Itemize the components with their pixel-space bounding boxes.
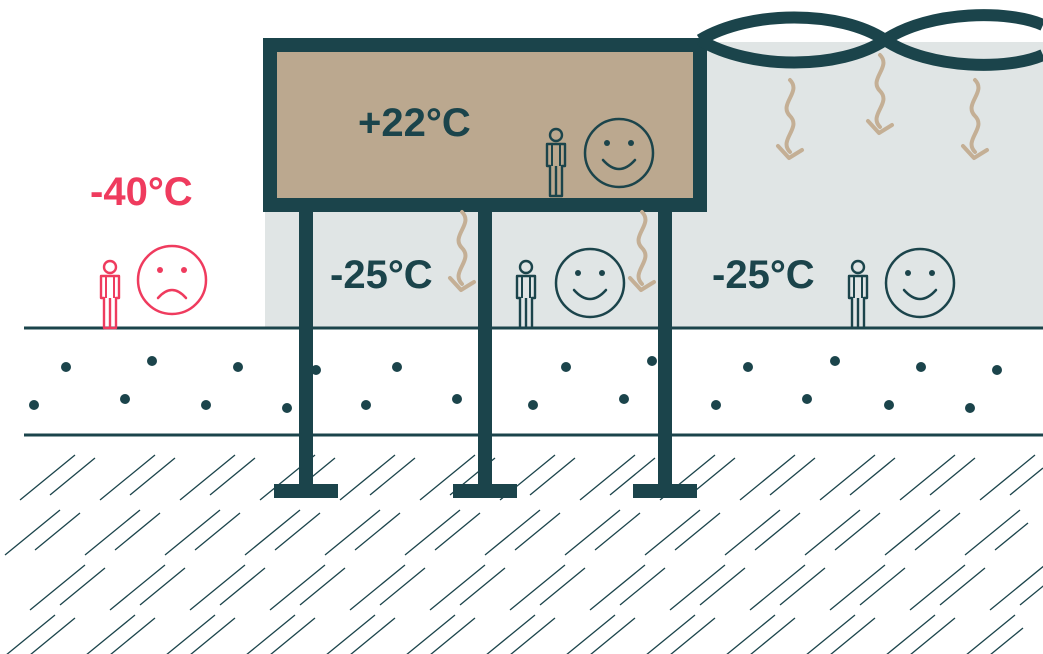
active-layer-soil: [29, 356, 1002, 413]
person-icon: [101, 261, 119, 328]
permafrost-hatching: [0, 455, 1043, 654]
under-building-temperature-left: -25°C: [330, 253, 433, 297]
heated-building: [270, 45, 700, 205]
sad-face-icon: [138, 246, 206, 314]
outdoor-temperature-label: -40°C: [90, 170, 193, 214]
indoor-temperature-label: +22°C: [358, 101, 471, 145]
under-building-temperature-right: -25°C: [712, 253, 815, 297]
